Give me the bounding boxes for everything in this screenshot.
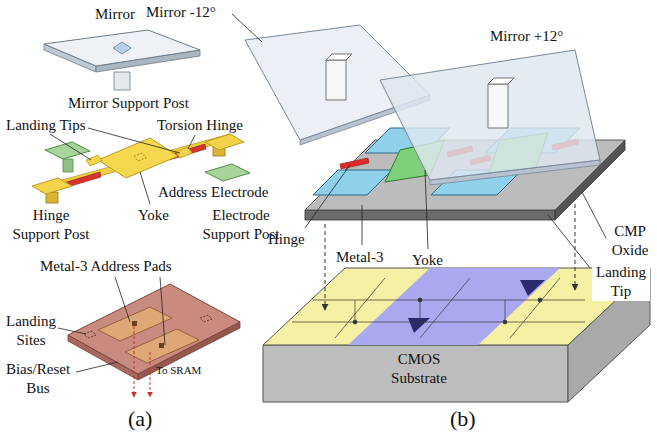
leader-line [140,172,150,204]
hinge-support-post [205,134,244,150]
address-electrode [63,159,73,172]
cmos-circuit [505,300,506,322]
leader-line [50,128,195,372]
yoke-plate [86,138,192,178]
leader-line [362,205,363,245]
leader-line [425,170,428,249]
leader-line [232,14,606,268]
part-label: Metal-3 [336,248,383,267]
mirror-plate [44,30,200,66]
part-label: Mirror +12° [490,27,563,46]
part-label: Mirror -12° [146,3,216,22]
cmos-circuit [355,300,356,322]
address-electrode [45,142,90,159]
tilted-mirror [326,54,352,60]
hinge-support-post [32,178,72,194]
tilted-mirror [380,50,600,180]
address-pad [159,343,164,348]
part-label: CMOS Substrate [383,350,455,388]
leader-line [160,277,165,345]
cmp-oxide [305,210,555,220]
cmos-substrate [263,345,568,402]
cmos-substrate [520,280,545,296]
sram-arrow [134,326,135,397]
leader-line [305,165,350,228]
landing-site [84,331,96,338]
part-label: Metal-3 Address Pads [40,257,172,276]
leader-line [188,135,195,149]
part-label: Bias/Reset Bus [2,360,74,398]
cmos-circuit [292,322,585,323]
cmos-circuit [335,278,385,338]
leader-line [232,14,262,42]
hinge-beam [40,134,231,192]
assembly-arrow [575,204,576,290]
tilted-mirror [488,78,514,84]
cmos-circuit [420,278,470,338]
part-label: Mirror Support Post [68,94,189,113]
tilted-mirror [245,25,600,185]
tilted-mirror [326,60,346,100]
landing-site [200,315,212,322]
part-label: Mirror [95,5,135,24]
hinge-beam [40,134,231,192]
mirror-support-post [114,72,130,90]
cmos-circuit [292,278,585,338]
leader-line [50,134,91,160]
panel-label: (a) [128,405,152,433]
leader-line [582,192,606,238]
part-label: Address Electrode [158,183,268,202]
cmos-circuit [353,320,357,324]
landing-site [84,315,212,338]
cmos-substrate [408,318,430,333]
part-label: Hinge Support Post [10,206,92,244]
part-label: Torsion Hinge [157,116,243,135]
mirror-plate [113,42,131,54]
address-electrode [205,164,250,181]
part-label: Yoke [138,206,169,225]
cmos-circuit [420,300,421,322]
cmos-circuit [510,278,560,338]
address-pad [125,329,199,363]
panel-label: (b) [450,405,476,433]
mirror-plate [44,30,200,72]
part-label: CMP Oxide [607,222,653,260]
cmos-circuit [538,298,542,302]
part-label: Landing Tips [6,116,86,135]
bias-reset-bus [68,284,240,380]
tilted-mirror [488,84,508,128]
signal-label: To SRAM [156,364,201,378]
leader-line [548,215,590,268]
cmos-substrate [348,268,560,345]
address-pad [132,321,137,326]
yoke-plate [134,153,146,161]
part-label: Yoke [412,251,443,270]
mirror-support-post [114,72,130,90]
sram-arrow [134,326,150,397]
part-label: Landing Tip [592,263,650,301]
torsion-hinge [340,158,369,169]
cmos-circuit [503,320,507,324]
yoke-plate [98,138,178,178]
sram-arrow [150,352,151,397]
yoke-plate [86,155,102,166]
address-electrode [313,170,392,195]
leader-line [58,328,86,334]
leader-line [76,362,118,372]
part-label: Landing Sites [2,312,60,350]
part-label: Hinge [268,230,305,249]
assembly-arrow [325,224,326,310]
address-pad [98,307,199,363]
cmos-circuit [313,300,585,301]
cmos-circuit [418,298,422,302]
leader-line [115,277,130,322]
bias-reset-bus [68,284,240,374]
